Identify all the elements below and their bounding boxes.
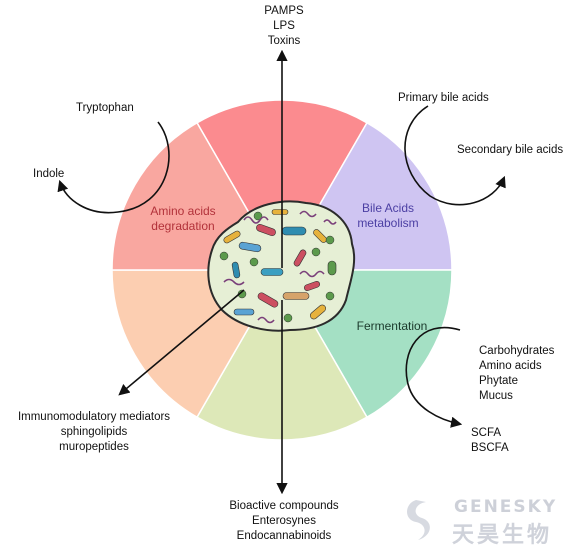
bacterium-8	[293, 249, 307, 267]
indole-label: Indole	[33, 168, 65, 180]
arrow-bile-acids	[404, 105, 506, 206]
bottom-output-3: Endocannabinoids	[236, 530, 332, 542]
fermentation-output-2: BSCFA	[471, 442, 509, 454]
fermentation-label: Fermentation	[344, 319, 440, 334]
coccus-8	[311, 247, 321, 257]
coccus-2	[253, 211, 263, 221]
bacterium-3	[256, 223, 276, 237]
arrow-down-left	[118, 289, 245, 396]
bacterium-7	[260, 268, 284, 276]
bacterium-2	[238, 241, 262, 253]
spirochete-3	[223, 278, 245, 286]
coccus-5	[325, 291, 335, 301]
bacterium-13	[233, 308, 255, 316]
amino-line2: degradation	[151, 219, 215, 233]
fermentation-input-4: Mucus	[479, 390, 513, 402]
logo-mark	[407, 500, 430, 540]
bacterium-12	[309, 304, 327, 320]
arrow-tryptophan-indole	[57, 121, 170, 214]
bacterium-15	[271, 209, 289, 215]
spirochete-1	[243, 216, 269, 224]
fermentation-input-1: Carbohydrates	[479, 345, 555, 357]
tryptophan-label: Tryptophan	[76, 102, 134, 114]
watermark-latin: GENESKY	[454, 497, 558, 517]
bile-line2: metabolism	[357, 216, 419, 230]
bacterium-1	[223, 230, 241, 244]
bottom-output-1: Bioactive compounds	[229, 500, 339, 512]
top-output-1: PAMPS	[264, 5, 304, 17]
fermentation-input-2: Amino acids	[479, 360, 542, 372]
bile-acids-label: Bile Acids metabolism	[338, 201, 438, 231]
fermentation-text: Fermentation	[356, 319, 428, 333]
bottom-outputs: Bioactive compounds Enterosynes Endocann…	[196, 499, 372, 544]
bacterium-6	[231, 261, 241, 279]
coccus-1	[219, 251, 229, 261]
amino-line1: Amino acids	[150, 204, 216, 218]
spirochete-5	[257, 316, 275, 324]
top-outputs: PAMPS LPS Toxins	[244, 4, 324, 49]
genesky-logo	[407, 500, 430, 540]
fermentation-inputs: Carbohydrates Amino acids Phytate Mucus	[479, 344, 554, 404]
secondary-bile-label: Secondary bile acids	[457, 144, 564, 156]
top-output-2: LPS	[273, 20, 295, 32]
fermentation-input-3: Phytate	[479, 375, 518, 387]
bacterium-9	[327, 260, 337, 276]
coccus-7	[249, 257, 259, 267]
top-output-3: Toxins	[267, 35, 301, 47]
circle-segments	[111, 99, 453, 441]
bacterium-14	[304, 280, 320, 292]
immuno-output-1: Immunomodulatory mediators	[17, 411, 171, 423]
immuno-output-3: muropeptides	[59, 441, 129, 453]
immuno-outputs: Immunomodulatory mediators sphingolipids…	[2, 410, 186, 455]
bile-line1: Bile Acids	[361, 201, 415, 215]
bacterium-11	[282, 292, 310, 300]
spirochete-4	[299, 270, 325, 278]
coccus-6	[283, 313, 293, 323]
primary-bile-label: Primary bile acids	[398, 92, 489, 104]
bacterium-4	[281, 226, 307, 236]
bacterium-10	[257, 292, 279, 308]
bacterium-5	[313, 229, 327, 243]
fermentation-output-1: SCFA	[471, 427, 502, 439]
spirochete-2	[299, 210, 317, 218]
arrows	[57, 49, 506, 495]
spirochete-6	[323, 219, 337, 225]
amino-acids-label: Amino acids degradation	[128, 204, 238, 234]
immuno-output-2: sphingolipids	[60, 426, 128, 438]
arrow-fermentation	[405, 326, 463, 428]
fermentation-outputs: SCFA BSCFA	[471, 426, 509, 456]
coccus-3	[325, 235, 335, 245]
bottom-output-2: Enterosynes	[252, 515, 316, 527]
watermark-chinese: 天昊生物	[452, 522, 553, 547]
